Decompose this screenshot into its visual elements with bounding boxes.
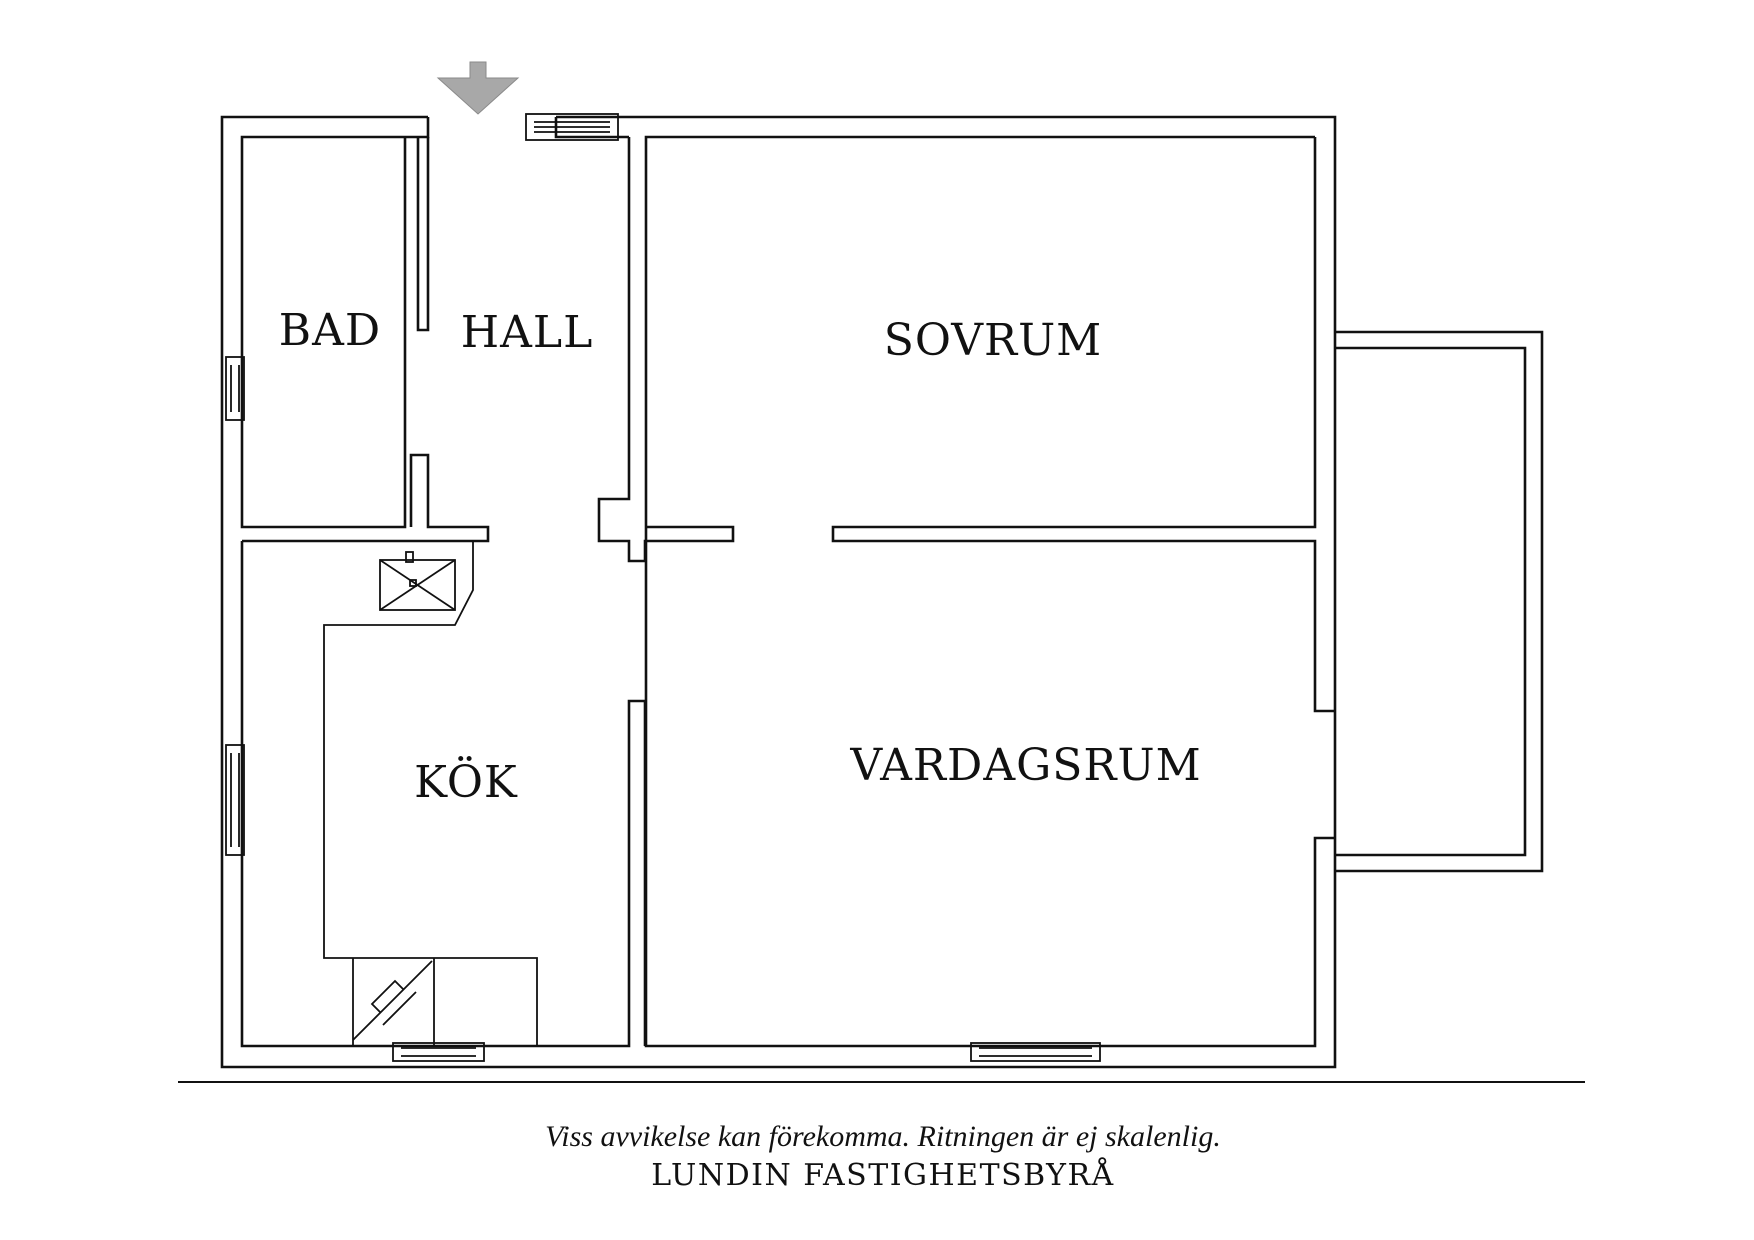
window-top-hall [525,113,619,141]
window-left-kok [225,744,245,856]
room-label-sovrum: SOVRUM [884,315,1102,366]
room-label-bad: BAD [279,305,381,356]
disclaimer-text: Viss avvikelse kan förekomma. Ritningen … [545,1120,1221,1153]
entrance-arrow-icon [436,61,520,115]
outer-wall [220,115,1337,1069]
room-label-vardagsrum: VARDAGSRUM [849,740,1201,791]
brand-name: LUNDIN FASTIGHETSBYRÅ [651,1157,1114,1193]
room-label-hall: HALL [461,307,594,358]
balcony [1335,330,1544,873]
stove-icon [352,960,433,1041]
window-left-bad [225,356,245,421]
window-bottom-kok [392,1042,485,1062]
window-bottom-vardagsrum [970,1042,1101,1062]
room-label-kok: KÖK [414,755,518,808]
sink-icon [379,551,456,611]
kitchen-counter [323,541,538,1046]
